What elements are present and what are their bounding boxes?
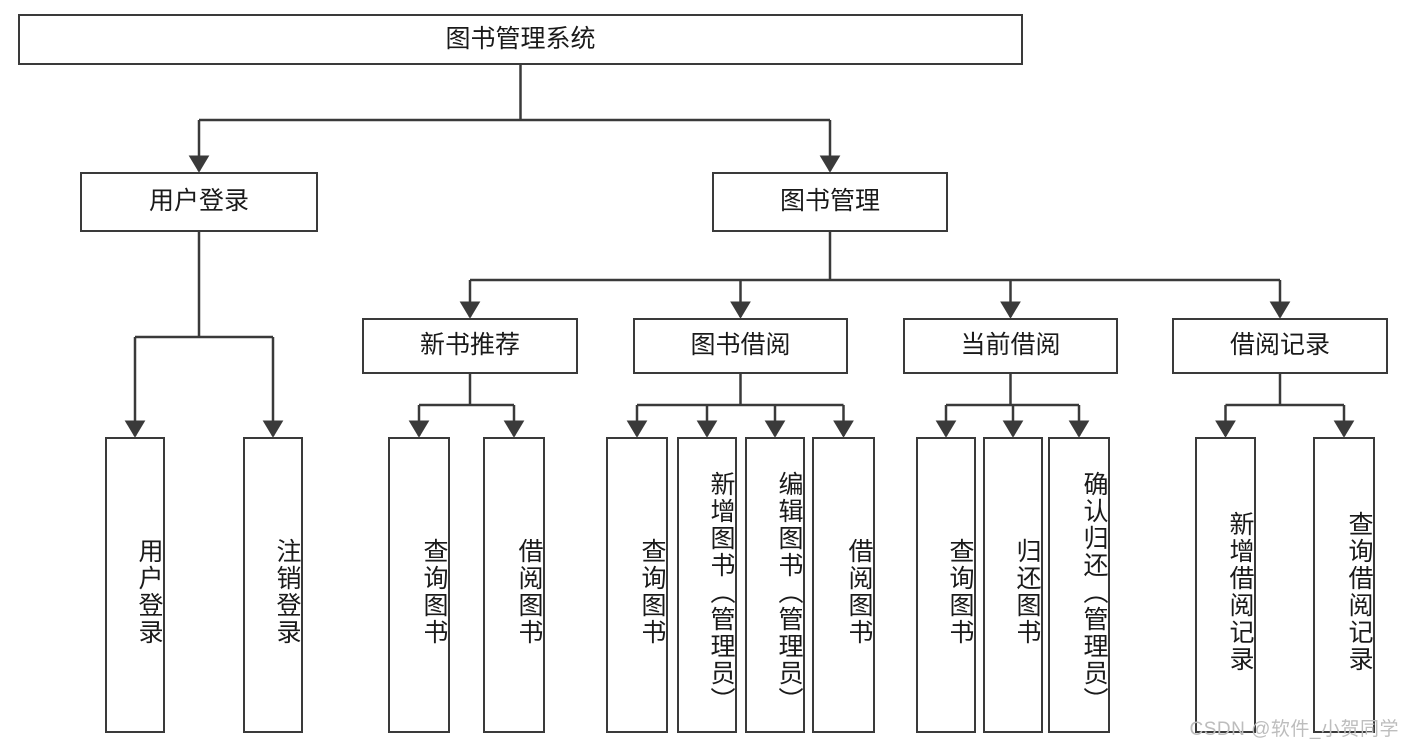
node-cur-query[interactable]: 查询图书 [916, 437, 976, 733]
csdn-watermark: CSDN @软件_小贺同学 [1189, 719, 1399, 740]
node-label: 图书借阅 [690, 331, 791, 360]
node-newbook[interactable]: 新书推荐 [362, 318, 578, 374]
node-cur-confirm[interactable]: 确认归还（管理员） [1048, 437, 1110, 733]
node-rec-query[interactable]: 查询借阅记录 [1313, 437, 1375, 733]
node-root[interactable]: 图书管理系统 [18, 14, 1023, 65]
node-label: 借阅记录 [1229, 331, 1330, 360]
node-userlogin[interactable]: 用户登录 [105, 437, 165, 733]
node-label: 当前借阅 [960, 331, 1061, 360]
node-label: 新增借阅记录 [1226, 511, 1254, 673]
node-nb-query[interactable]: 查询图书 [388, 437, 450, 733]
node-label: 用户登录 [135, 538, 163, 646]
node-label: 查询借阅记录 [1345, 511, 1373, 673]
node-userlogout[interactable]: 注销登录 [243, 437, 303, 733]
node-cur-return[interactable]: 归还图书 [983, 437, 1043, 733]
node-bw-edit[interactable]: 编辑图书（管理员） [745, 437, 805, 733]
node-records[interactable]: 借阅记录 [1172, 318, 1388, 374]
node-label: 借阅图书 [515, 538, 543, 646]
node-nb-borrow[interactable]: 借阅图书 [483, 437, 545, 733]
node-borrow[interactable]: 图书借阅 [633, 318, 848, 374]
node-label: 新书推荐 [419, 331, 520, 360]
node-bw-add[interactable]: 新增图书（管理员） [677, 437, 737, 733]
node-label: 查询图书 [638, 538, 666, 646]
node-label: 图书管理系统 [445, 24, 596, 53]
node-login[interactable]: 用户登录 [80, 172, 318, 232]
node-bw-lend[interactable]: 借阅图书 [812, 437, 875, 733]
node-label: 借阅图书 [845, 538, 873, 646]
node-label: 新增图书（管理员） [707, 470, 735, 714]
node-label: 图书管理 [779, 187, 880, 216]
node-label: 用户登录 [148, 187, 249, 216]
node-label: 查询图书 [420, 538, 448, 646]
node-rec-add[interactable]: 新增借阅记录 [1195, 437, 1256, 733]
node-bookmgmt[interactable]: 图书管理 [712, 172, 948, 232]
node-label: 查询图书 [946, 538, 974, 646]
node-bw-query[interactable]: 查询图书 [606, 437, 668, 733]
node-label: 注销登录 [273, 538, 301, 646]
node-label: 编辑图书（管理员） [775, 470, 803, 714]
node-current[interactable]: 当前借阅 [903, 318, 1118, 374]
node-label: 确认归还（管理员） [1080, 470, 1108, 714]
node-label: 归还图书 [1013, 538, 1041, 646]
